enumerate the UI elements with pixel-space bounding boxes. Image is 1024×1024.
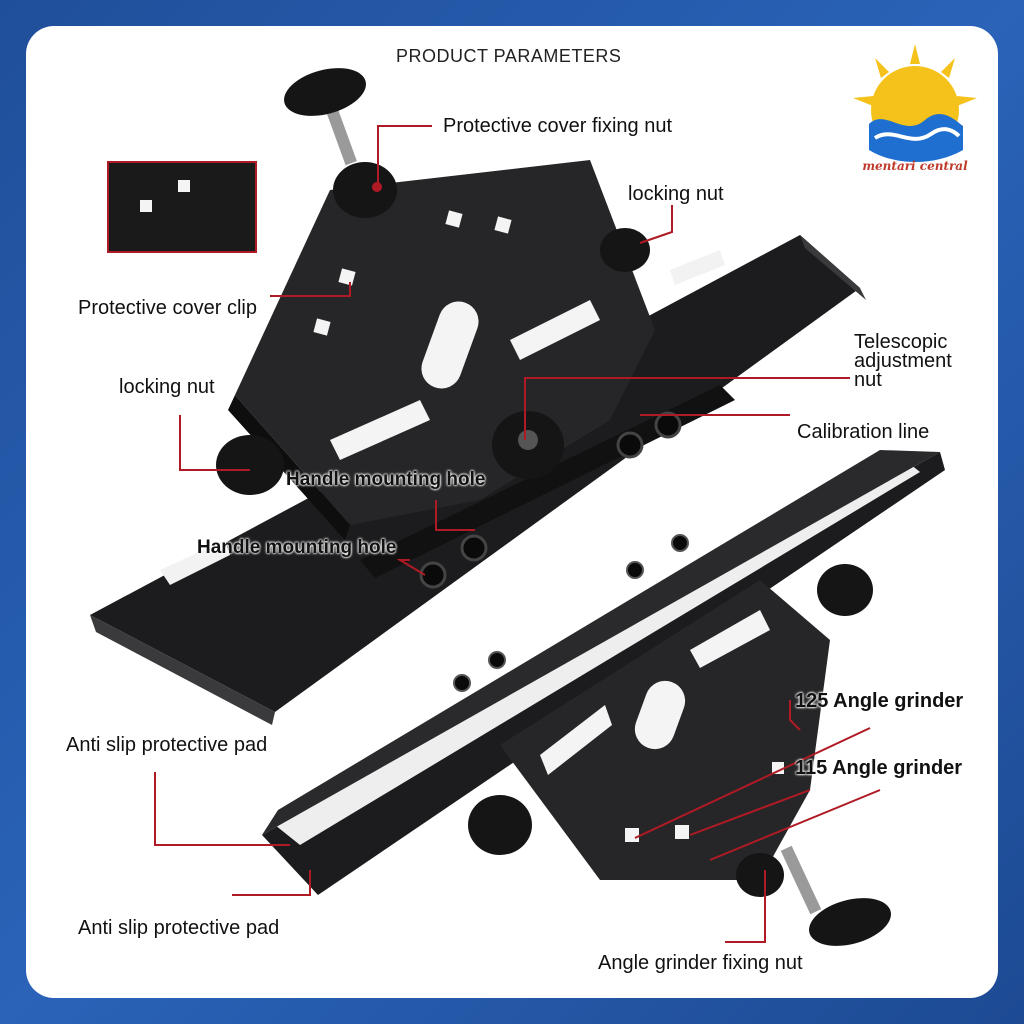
plate-window-left [330, 400, 430, 460]
upper-base-back-lip [800, 235, 866, 300]
handle-hole [460, 534, 488, 562]
label-anti-slip-pad-1: Anti slip protective pad [66, 734, 268, 756]
lower-pad-strip [275, 460, 920, 845]
lower-square-hole [675, 825, 689, 839]
upper-base-lip [90, 615, 275, 725]
plate-square-hole [494, 216, 512, 234]
lower-base-plate [262, 452, 945, 895]
label-telescopic-line1: Telescopic [854, 331, 948, 353]
plate-square-hole [445, 210, 463, 228]
label-telescopic-line3: nut [854, 369, 882, 391]
lower-knob [809, 898, 891, 946]
plate-square-hole [313, 318, 331, 336]
lower-hole [626, 561, 644, 579]
label-handle-mounting-hole-2: Handle mounting hole [197, 537, 397, 558]
label-125-angle-grinder: 125 Angle grinder [795, 690, 964, 712]
plate-slot [421, 301, 479, 389]
right-locking-knob [600, 228, 650, 272]
handle-hole [654, 411, 682, 439]
lower-hole [671, 534, 689, 552]
label-locking-nut-right: locking nut [628, 183, 724, 205]
sun-rays-icon [853, 44, 977, 106]
label-telescopic-line2: adjustment [854, 350, 952, 372]
upper-pad-left [160, 540, 230, 585]
upper-pad-right [670, 250, 725, 285]
label-115-angle-grinder: 115 Angle grinder [795, 757, 963, 779]
label-angle-grinder-fixing-nut: Angle grinder fixing nut [598, 952, 803, 974]
label-handle-mounting-hole-1: Handle mounting hole [286, 469, 486, 490]
left-locking-knob [216, 435, 284, 495]
top-screw [325, 104, 357, 166]
handle-hole [616, 431, 644, 459]
top-knob [284, 68, 366, 116]
lower-locking-knob-right [817, 564, 873, 616]
lower-window-right [690, 610, 770, 668]
page-title: PRODUCT PARAMETERS [396, 46, 622, 66]
lower-square-hole [772, 762, 784, 774]
label-protective-cover-fixing-nut: Protective cover fixing nut [443, 115, 672, 137]
leader-lines [154, 125, 881, 943]
brand-logo: mentari central [853, 44, 977, 173]
cover-fixing-nut [333, 162, 397, 218]
label-protective-cover-clip: Protective cover clip [78, 297, 257, 319]
lower-slot [634, 680, 686, 750]
plate-square-hole [338, 268, 356, 286]
lower-square-hole [625, 828, 639, 842]
label-anti-slip-pad-2: Anti slip protective pad [78, 917, 280, 939]
lower-hole [453, 674, 471, 692]
plate-window-right [510, 300, 600, 360]
label-calibration-line: Calibration line [797, 421, 930, 443]
lower-base-top [262, 450, 940, 835]
brand-name: mentari central [862, 159, 968, 173]
lower-hole [488, 651, 506, 669]
lower-window-left [540, 705, 612, 775]
lower-locking-knob-left [468, 795, 532, 855]
grinder-fixing-nut [736, 853, 784, 897]
lower-screw [780, 845, 822, 915]
upper-angle-plate-edge [228, 395, 350, 540]
label-locking-nut-left: locking nut [119, 376, 215, 398]
handle-hole [419, 561, 447, 589]
label-telescopic-adjustment-nut: Telescopic adjustment nut [854, 331, 952, 391]
inset-zoom [107, 161, 257, 253]
